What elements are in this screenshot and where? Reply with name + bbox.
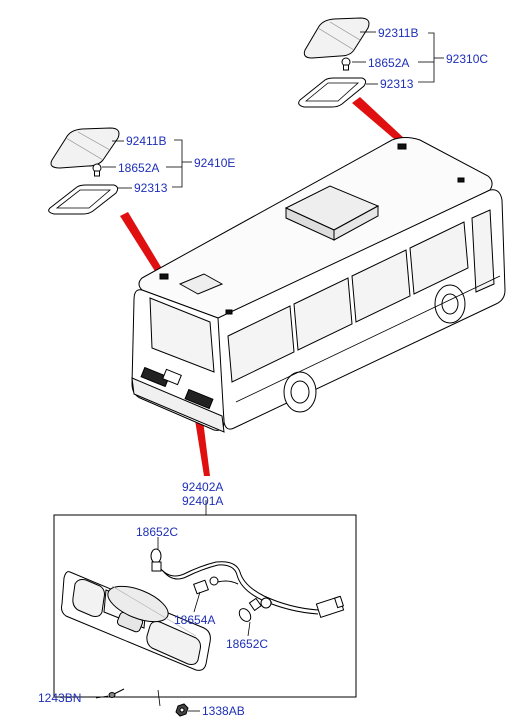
label-18652C-top[interactable]: 18652C bbox=[136, 525, 179, 539]
label-92411B[interactable]: 92411B bbox=[126, 134, 167, 148]
label-1338AB[interactable]: 1338AB bbox=[202, 704, 245, 718]
label-92410E[interactable]: 92410E bbox=[194, 156, 236, 170]
label-92313-left[interactable]: 92313 bbox=[134, 181, 168, 195]
socket-icon[interactable] bbox=[260, 597, 272, 609]
label-92311B[interactable]: 92311B bbox=[378, 26, 419, 40]
roof-lamp-left-group bbox=[48, 127, 192, 215]
socket-icon[interactable] bbox=[193, 576, 219, 595]
bus-illustration[interactable] bbox=[131, 137, 506, 433]
rear-lamp-housing-icon[interactable] bbox=[61, 571, 211, 671]
bulb-icon[interactable] bbox=[341, 57, 351, 71]
roof-lamp-right-group bbox=[298, 17, 444, 108]
screw-icon[interactable] bbox=[108, 688, 125, 698]
nut-icon[interactable] bbox=[175, 703, 189, 717]
label-18652A-left[interactable]: 18652A bbox=[118, 161, 160, 175]
label-92402A[interactable]: 92402A bbox=[182, 480, 224, 494]
bulb-icon[interactable] bbox=[150, 548, 162, 572]
roof-lamp-lens-icon[interactable] bbox=[50, 127, 120, 169]
rear-lamp-assembly-box bbox=[53, 500, 357, 698]
roof-lamp-lens-icon[interactable] bbox=[303, 17, 370, 59]
label-92310C[interactable]: 92310C bbox=[446, 52, 489, 66]
label-92313-right[interactable]: 92313 bbox=[380, 77, 414, 91]
gasket-icon[interactable] bbox=[48, 184, 119, 215]
label-18654A[interactable]: 18654A bbox=[174, 613, 216, 627]
label-92401A[interactable]: 92401A bbox=[182, 494, 224, 508]
rear-lamp-leaders bbox=[95, 537, 251, 712]
pointer-arrows bbox=[120, 97, 406, 476]
label-1243BN[interactable]: 1243BN bbox=[38, 691, 82, 705]
wiring-harness-icon[interactable] bbox=[159, 561, 345, 618]
label-18652A-right[interactable]: 18652A bbox=[368, 56, 410, 70]
bulb-icon[interactable] bbox=[92, 163, 102, 177]
bulb-icon[interactable] bbox=[237, 597, 262, 623]
gasket-icon[interactable] bbox=[298, 77, 367, 108]
label-18652C-bottom[interactable]: 18652C bbox=[226, 637, 269, 651]
